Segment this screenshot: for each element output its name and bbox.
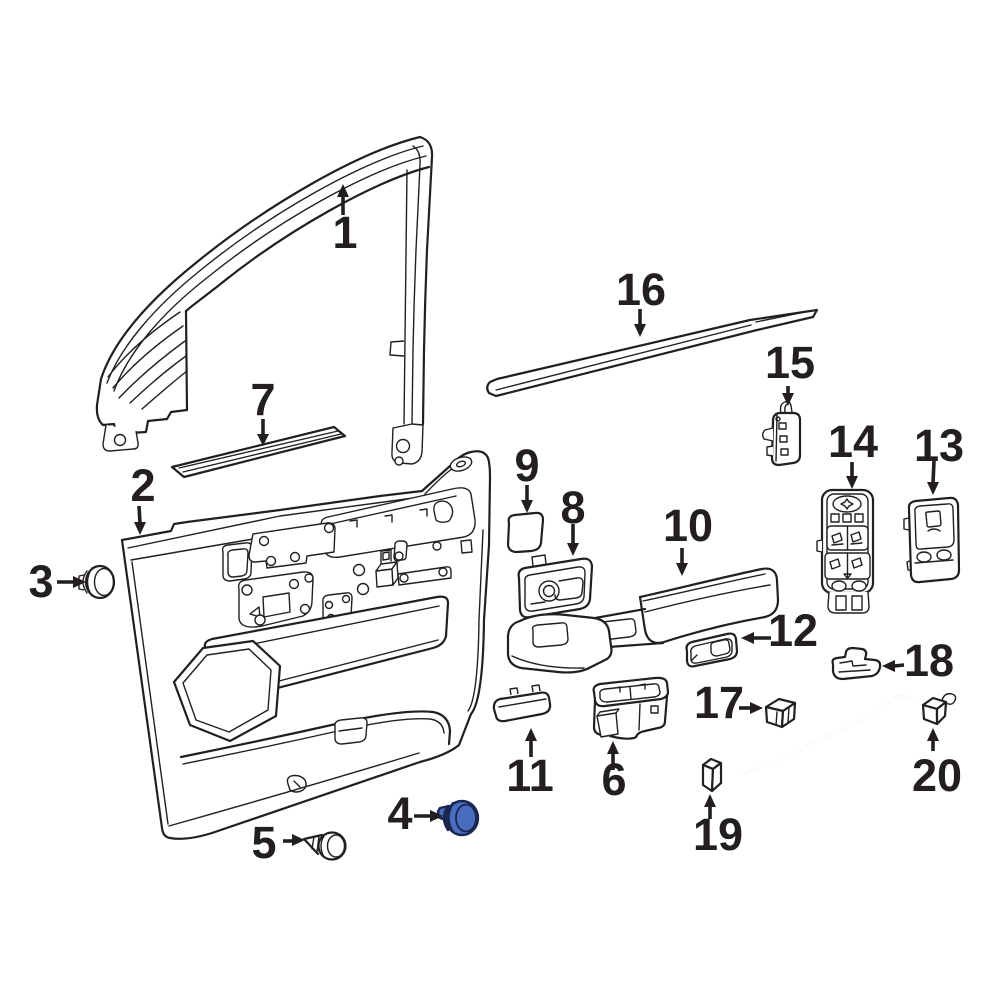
callout-arrow-6 <box>607 741 619 770</box>
callout-arrow-17 <box>739 702 763 714</box>
part-2-door-trim-panel-drawing <box>120 450 492 840</box>
part-11-pocket-cover-drawing <box>492 684 552 723</box>
callout-label-1: 1 <box>332 207 357 258</box>
part-12-trim-insert-drawing <box>685 632 739 668</box>
callout-arrow-3 <box>57 576 86 588</box>
callout-arrow-7 <box>257 419 269 446</box>
callout-arrow-4 <box>414 810 443 822</box>
callout-label-4: 4 <box>387 788 412 839</box>
part-4-highlighted-grommet-drawing <box>436 799 480 837</box>
part-10-armrest-drawing <box>506 567 780 674</box>
callout-arrow-9 <box>521 485 533 513</box>
callout-arrow-14 <box>846 462 858 489</box>
callout-arrow-12 <box>741 632 771 644</box>
callout-label-12: 12 <box>768 605 818 656</box>
part-19-block-clip-drawing <box>701 757 723 793</box>
callout-label-17: 17 <box>694 677 744 728</box>
callout-arrow-18 <box>882 660 905 672</box>
part-15-switch-bracket-drawing <box>762 400 802 467</box>
callout-label-15: 15 <box>765 337 815 388</box>
callout-label-20: 20 <box>912 750 962 801</box>
part-9-cover-patch-drawing <box>506 511 545 554</box>
callout-arrow-16 <box>634 309 646 337</box>
callout-arrow-2 <box>134 505 146 535</box>
callout-label-3: 3 <box>28 556 53 607</box>
callout-label-6: 6 <box>601 754 626 805</box>
part-14-master-switch-drawing <box>816 488 875 614</box>
callout-label-7: 7 <box>250 374 275 425</box>
callout-labels: 1 2 3 4 5 6 7 8 9 10 11 12 13 14 15 16 1… <box>28 207 964 868</box>
callout-label-2: 2 <box>130 460 155 511</box>
part-5-push-pin-drawing <box>302 831 347 861</box>
callout-arrow-8 <box>567 524 579 556</box>
callout-label-13: 13 <box>914 420 964 471</box>
callout-arrow-20 <box>927 728 939 751</box>
callout-arrow-13 <box>927 460 939 495</box>
callout-label-18: 18 <box>904 635 954 686</box>
callout-arrow-11 <box>525 728 537 757</box>
callout-label-9: 9 <box>514 440 539 491</box>
callout-label-19: 19 <box>693 809 743 860</box>
callout-label-10: 10 <box>663 500 713 551</box>
part-6-cup-holder-drawing <box>592 676 670 740</box>
callout-arrows <box>57 184 939 846</box>
part-3-grommet-drawing <box>78 564 116 600</box>
part-1-window-run-channel-drawing <box>95 135 434 466</box>
callout-arrow-5 <box>283 834 305 846</box>
callout-label-14: 14 <box>828 416 878 467</box>
part-17-retainer-clip-drawing <box>764 697 797 729</box>
callout-label-5: 5 <box>251 817 276 868</box>
part-18-clip-bracket-drawing <box>831 646 882 681</box>
part-7-trim-strip-drawing <box>170 425 347 479</box>
part-8-handle-bezel-drawing <box>517 554 594 619</box>
callout-arrow-10 <box>676 548 688 576</box>
part-16-belt-molding-drawing <box>486 308 819 398</box>
part-13-single-switch-drawing <box>903 496 961 584</box>
callout-label-8: 8 <box>560 482 585 533</box>
callout-label-16: 16 <box>616 264 666 315</box>
callout-arrow-19 <box>704 794 716 819</box>
callout-arrow-15 <box>782 386 794 406</box>
callout-arrow-1 <box>337 184 349 215</box>
callout-label-11: 11 <box>506 750 554 801</box>
part-20-lock-rod-drawing <box>741 692 957 777</box>
